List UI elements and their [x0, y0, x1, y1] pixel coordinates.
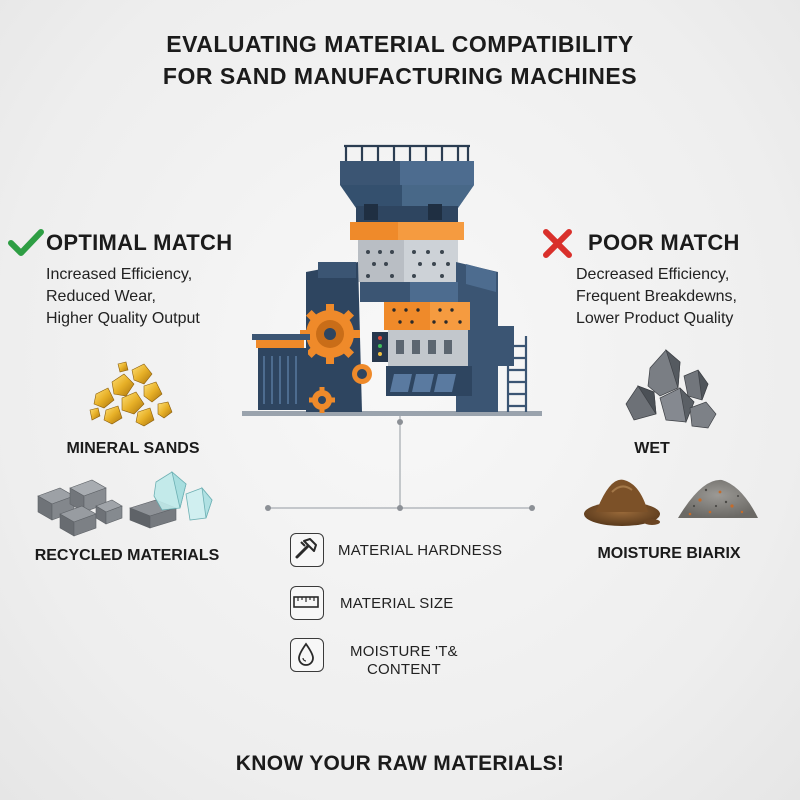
mud-and-gravel-image — [584, 479, 758, 526]
page-title: EVALUATING MATERIAL COMPATIBILITY FOR SA… — [0, 28, 800, 92]
moisture-label: MOISTURE BIARIX — [597, 545, 741, 562]
mineral-sands-label: MINERAL SANDS — [66, 440, 200, 457]
sand-making-machine-illustration — [242, 144, 542, 416]
optimal-match-description: Increased Efficiency, Reduced Wear, High… — [46, 264, 200, 330]
moisture-content-label: MOISTURE 'T& CONTENT — [350, 643, 458, 679]
poor-line: Frequent Breakdewns, — [576, 288, 737, 305]
rocks-image — [625, 348, 717, 429]
poor-match-heading: POOR MATCH — [588, 230, 740, 255]
title-line-1: EVALUATING MATERIAL COMPATIBILITY — [166, 31, 634, 57]
poor-match-description: Decreased Efficiency, Frequent Breakdewn… — [576, 264, 737, 330]
recycled-materials-label: RECYCLED MATERIALS — [34, 547, 220, 564]
material-hardness-label: MATERIAL HARDNESS — [338, 542, 503, 559]
moisture-content-line-1: MOISTURE 'T& — [350, 643, 458, 660]
poor-line: Lower Product Quality — [576, 310, 734, 327]
optimal-line: Reduced Wear, — [46, 288, 156, 305]
material-size-label: MATERIAL SIZE — [340, 595, 454, 612]
hammer-icon — [290, 533, 324, 567]
footer-tagline: KNOW YOUR RAW MATERIALS! — [235, 752, 565, 775]
recycled-materials-image — [37, 470, 213, 537]
check-icon — [8, 229, 44, 256]
wet-label: WET — [634, 440, 670, 457]
poor-line: Decreased Efficiency, — [576, 266, 730, 283]
moisture-content-line-2: CONTENT — [366, 661, 441, 678]
water-drop-icon — [290, 638, 324, 672]
optimal-line: Higher Quality Output — [46, 310, 200, 327]
optimal-line: Increased Efficiency, — [46, 266, 193, 283]
ruler-icon — [290, 586, 324, 620]
mineral-sands-image — [89, 361, 173, 427]
title-line-2: FOR SAND MANUFACTURING MACHINES — [162, 63, 638, 89]
optimal-match-heading: OPTIMAL MATCH — [46, 230, 233, 255]
cross-icon — [543, 229, 572, 258]
connector-lines — [265, 416, 535, 511]
